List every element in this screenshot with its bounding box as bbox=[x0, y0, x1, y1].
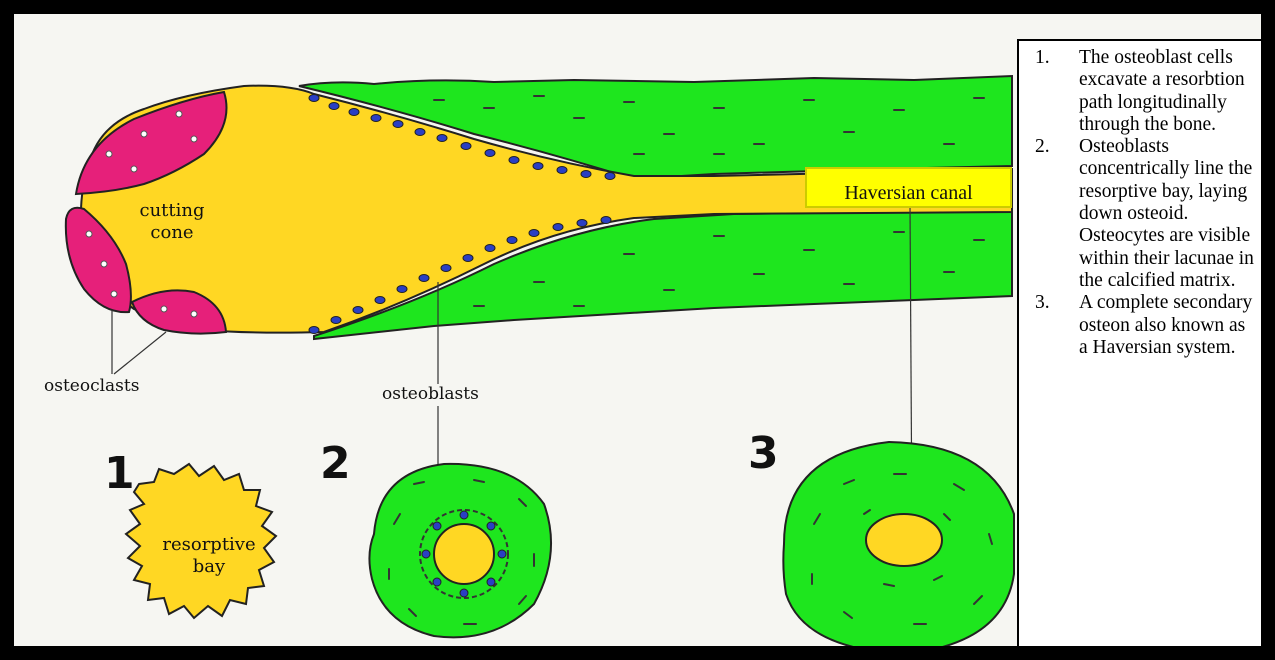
stage-number-3: 3 bbox=[748, 428, 779, 479]
haversian-canal-label-box: Haversian canal bbox=[805, 167, 1012, 208]
legend-text: The osteoblast cells excavate a resorbti… bbox=[1079, 47, 1255, 136]
haversian-canal-label: Haversian canal bbox=[807, 182, 1010, 204]
forming-osteon-canal bbox=[434, 524, 494, 584]
legend-number: 1. bbox=[1035, 47, 1079, 136]
cutting-cone-label: cutting cone bbox=[122, 200, 222, 244]
legend-item: 2.Osteoblasts concentrically line the re… bbox=[1035, 136, 1266, 292]
legend-item: 3.A complete secondary osteon also known… bbox=[1035, 292, 1266, 359]
legend-number: 3. bbox=[1035, 292, 1079, 359]
legend-list: 1.The osteoblast cells excavate a resorb… bbox=[1035, 47, 1266, 359]
legend-text: A complete secondary osteon also known a… bbox=[1079, 292, 1255, 359]
stage-number-1: 1 bbox=[104, 448, 135, 499]
legend-panel: 1.The osteoblast cells excavate a resorb… bbox=[1017, 39, 1274, 660]
legend-number: 2. bbox=[1035, 136, 1079, 292]
legend-text: Osteoblasts concentrically line the reso… bbox=[1079, 136, 1255, 292]
stage-number-2: 2 bbox=[320, 438, 351, 489]
resorptive-bay-label: resorptive bay bbox=[154, 534, 264, 578]
osteoblasts-label: osteoblasts bbox=[382, 384, 479, 404]
osteoclasts-label: osteoclasts bbox=[44, 376, 139, 396]
complete-osteon-canal bbox=[866, 514, 942, 566]
legend-item: 1.The osteoblast cells excavate a resorb… bbox=[1035, 47, 1266, 136]
